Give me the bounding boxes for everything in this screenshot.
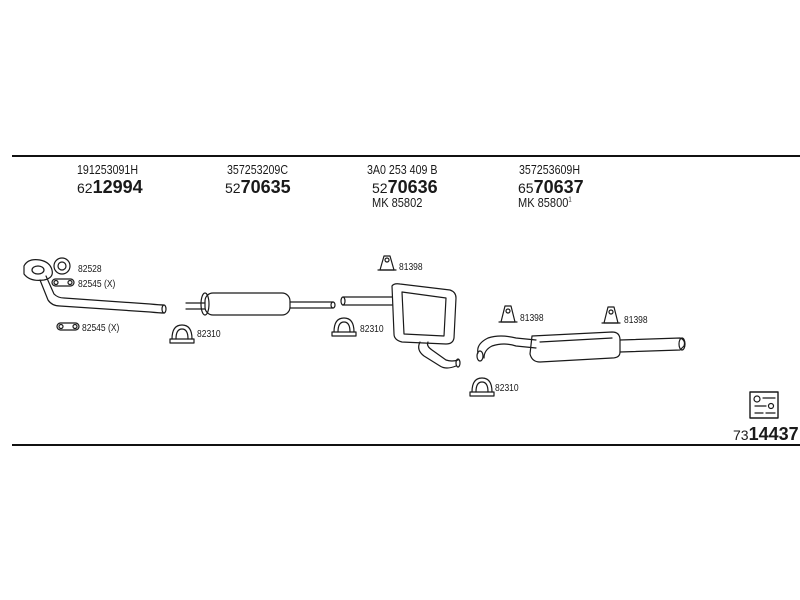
ref-clamp-upper: 82545 (X) [78,279,116,290]
u-bolt-clamp-icon [331,317,357,337]
oem-number-front-pipe: 191253091H [77,162,139,177]
mounting-kit-rear: MK 858001 [518,196,572,209]
set-number-main: 14437 [748,424,799,444]
mounting-kit-middle: MK 85802 [372,195,423,210]
rear-silencer-icon [476,331,686,363]
ref-rubber-mount-rear-2: 81398 [624,315,648,326]
set-number-prefix: 73 [733,427,749,443]
oem-number-rear-silencer: 357253609H [519,162,581,177]
ref-gasket: 82528 [78,264,102,275]
ref-clamp-front-silencer: 82310 [197,329,221,340]
part-number-main: 70635 [240,177,291,197]
part-number-main: 12994 [92,177,143,197]
part-number-rear-silencer: 6570637 [518,178,584,196]
ref-clamp-middle: 82310 [360,324,384,335]
middle-silencer-icon [340,283,461,369]
ref-clamp-lower: 82545 (X) [82,323,120,334]
u-bolt-clamp-icon [469,377,495,397]
mounting-kit-rear-label: MK 85800 [518,195,569,210]
part-number-front-pipe: 6212994 [77,178,143,196]
ref-rubber-mount-rear-1: 81398 [520,313,544,324]
u-bolt-clamp-icon [169,324,195,344]
part-number-middle-silencer: 5270636 [372,178,438,196]
oem-number-middle-silencer: 3A0 253 409 B [367,162,438,177]
part-number-main: 70636 [387,177,438,197]
part-number-front-silencer: 5270635 [225,178,291,196]
set-number: 7314437 [733,425,799,443]
top-divider-line [12,155,800,157]
part-number-prefix: 65 [518,180,534,196]
front-downpipe-icon [23,259,167,314]
part-number-main: 70637 [533,177,584,197]
ref-clamp-rear: 82310 [495,383,519,394]
front-silencer-icon [185,292,336,316]
bottom-divider-line [12,444,800,446]
part-number-prefix: 52 [372,180,388,196]
part-number-prefix: 52 [225,180,241,196]
clamp-icon [51,278,75,287]
rubber-mount-icon [601,306,621,324]
oem-number-front-silencer: 357253209C [227,162,289,177]
gasket-ring-icon [53,257,71,275]
rubber-mount-icon [377,255,397,271]
mounting-kit-rear-superscript: 1 [568,196,572,204]
mounting-kit-symbol-icon [749,391,779,419]
part-number-prefix: 62 [77,180,93,196]
ref-rubber-mount-middle: 81398 [399,262,423,273]
rubber-mount-icon [498,305,518,323]
clamp-icon [56,322,80,331]
